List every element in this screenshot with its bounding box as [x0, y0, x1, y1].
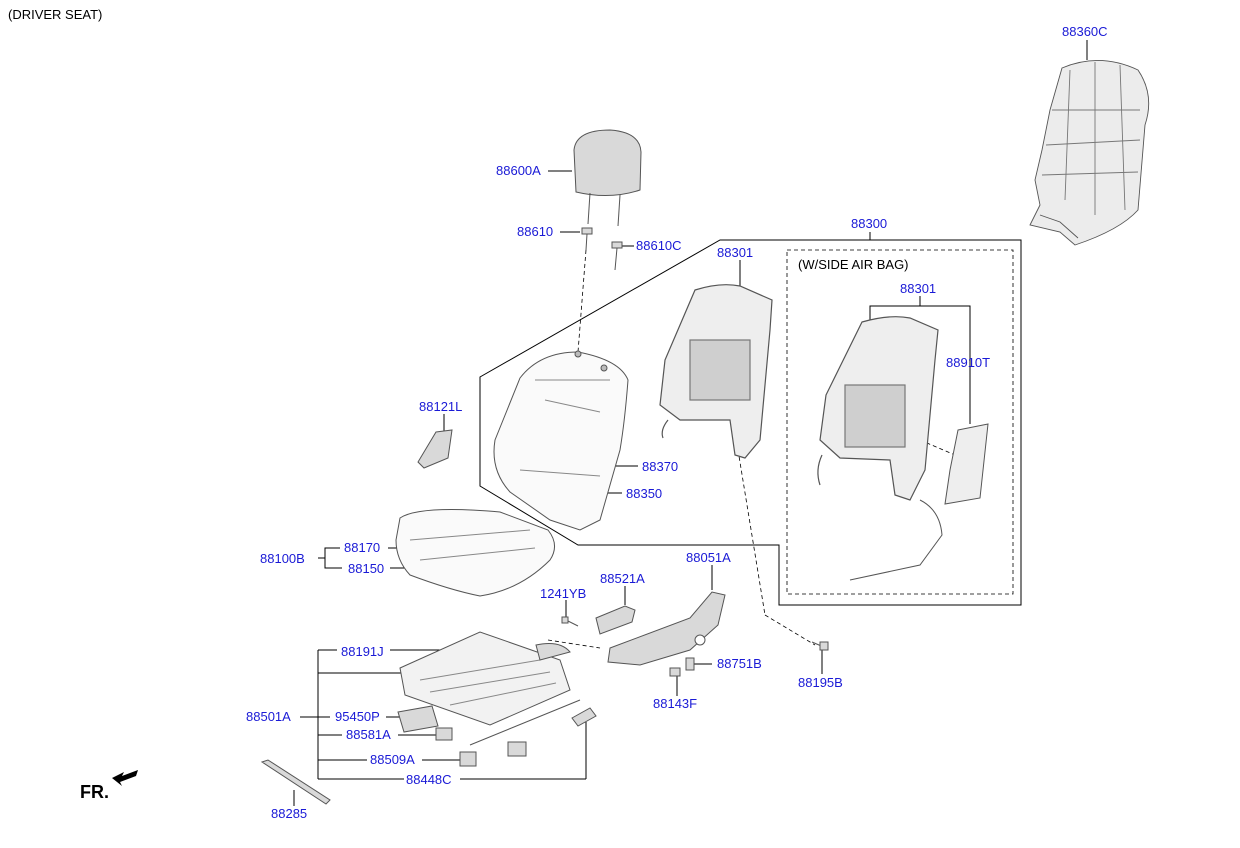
part-label-88370[interactable]: 88370 [642, 459, 679, 474]
part-label-88121L[interactable]: 88121L [419, 399, 463, 414]
airbag-box-title: (W/SIDE AIR BAG) [798, 257, 909, 272]
knob-88751B [685, 657, 695, 671]
part-label-88610[interactable]: 88610 [517, 224, 554, 239]
back-cover-88360C [1029, 60, 1150, 246]
screw-1241YB [561, 616, 579, 627]
part-label-88300[interactable]: 88300 [851, 216, 888, 231]
actuator-88448C [571, 707, 597, 727]
bolt-88195B [811, 641, 829, 651]
part-label-88360C[interactable]: 88360C [1062, 24, 1108, 39]
front-direction-label: FR. [80, 782, 109, 802]
part-label-88301[interactable]: 88301 [717, 245, 754, 260]
part-label-88051A[interactable]: 88051A [686, 550, 731, 565]
part-label-88751B[interactable]: 88751B [717, 656, 762, 671]
headrest-88600A [573, 129, 642, 227]
module-95450P [397, 705, 439, 733]
part-label-88191J[interactable]: 88191J [341, 644, 384, 659]
part-label-88910T[interactable]: 88910T [946, 355, 991, 370]
part-label-88509A[interactable]: 88509A [370, 752, 415, 767]
seat-track-88501A [399, 631, 581, 746]
side-shield-88051A [607, 591, 726, 666]
part-label-88143F[interactable]: 88143F [653, 696, 698, 711]
page-title: (DRIVER SEAT) [8, 7, 103, 22]
part-label-88600A[interactable]: 88600A [496, 163, 541, 178]
part-label-1241YB[interactable]: 1241YB [540, 586, 587, 601]
part-label-88581A[interactable]: 88581A [346, 727, 391, 742]
part-label-88170[interactable]: 88170 [344, 540, 381, 555]
part-label-88195B[interactable]: 88195B [798, 675, 843, 690]
motor-88509A [459, 751, 477, 767]
side-airbag-88910T [849, 423, 989, 581]
part-label-88448C[interactable]: 88448C [406, 772, 452, 787]
side-trim-88121L [417, 429, 453, 469]
seatback-frame-88301 [659, 284, 773, 459]
part-label-95450P[interactable]: 95450P [335, 709, 380, 724]
front-direction-arrow-icon [112, 770, 138, 786]
seatback-frame-airbag-88301 [817, 316, 939, 501]
seat-cushion-88170 [395, 509, 555, 597]
switch-88521A [595, 605, 636, 635]
knob-88143F [669, 667, 681, 677]
motor-88581A [435, 727, 527, 757]
seatback-cover-88370 [493, 350, 629, 531]
part-label-88521A[interactable]: 88521A [600, 571, 645, 586]
headrest-guides [581, 227, 623, 271]
rail-cover-88285 [260, 759, 331, 805]
part-label-88150[interactable]: 88150 [348, 561, 385, 576]
part-label-88100B[interactable]: 88100B [260, 551, 305, 566]
part-label-88285[interactable]: 88285 [271, 806, 308, 821]
part-label-88610C[interactable]: 88610C [636, 238, 682, 253]
guide-lines [547, 249, 1014, 649]
part-label-88301-airbag[interactable]: 88301 [900, 281, 937, 296]
part-label-88501A[interactable]: 88501A [246, 709, 291, 724]
part-label-88350[interactable]: 88350 [626, 486, 663, 501]
